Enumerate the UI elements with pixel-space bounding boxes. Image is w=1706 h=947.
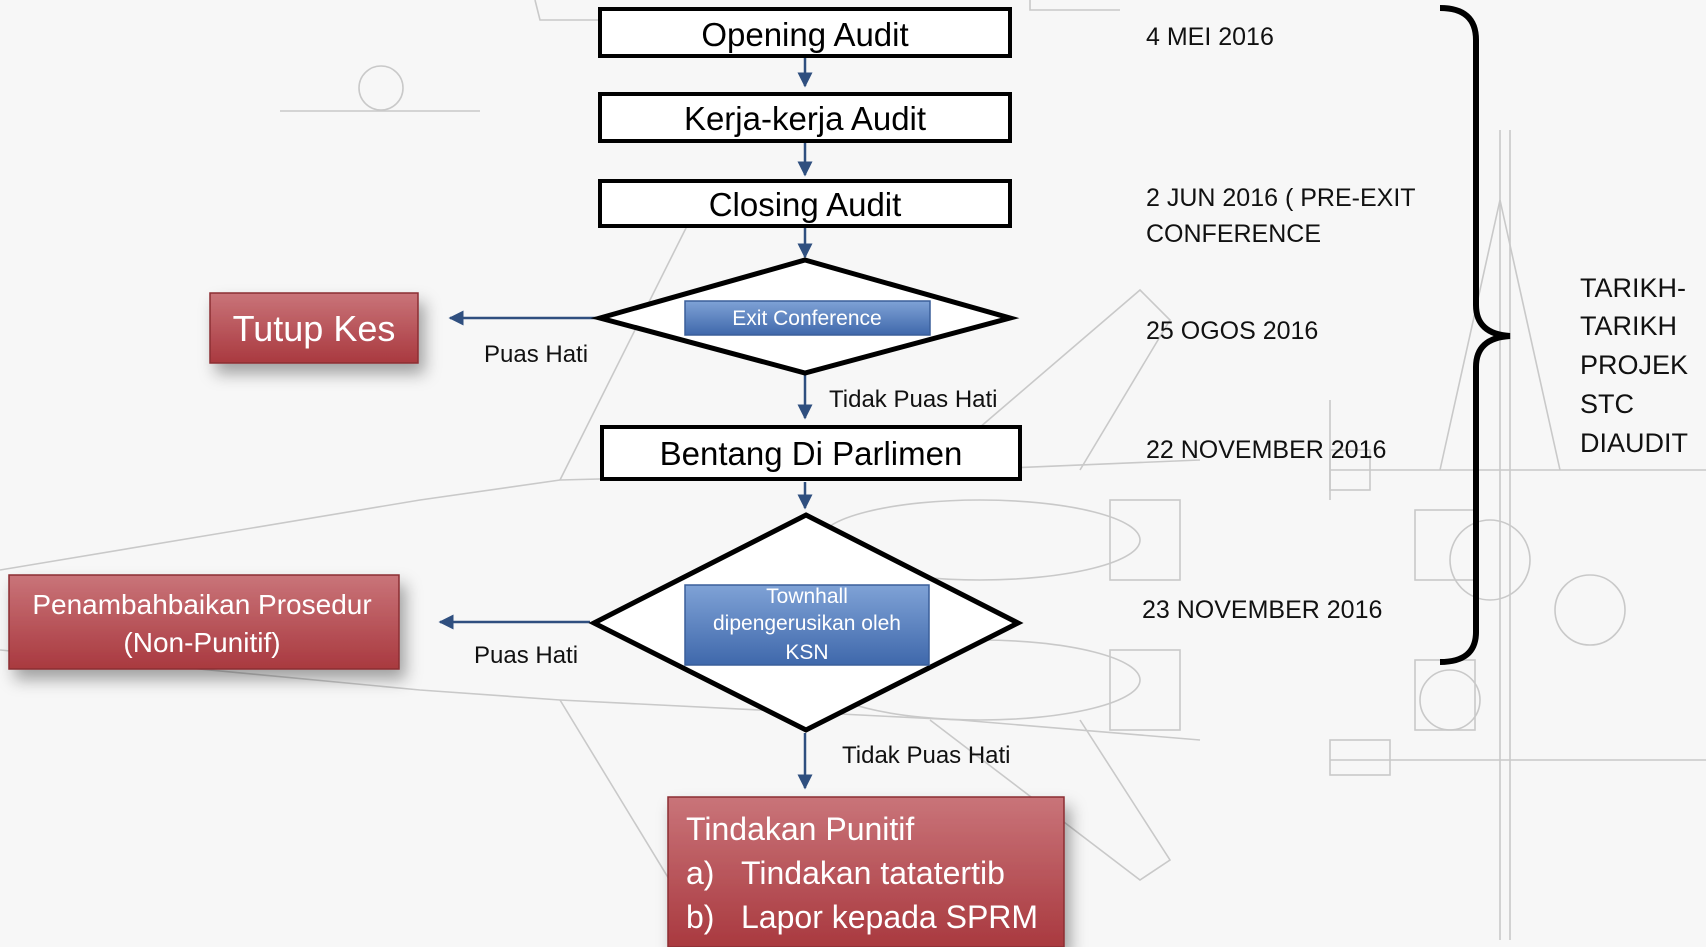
punitif-item-b: Lapor kepada SPRM (741, 899, 1038, 935)
edge-label-tidak-puas-hati-2: Tidak Puas Hati (842, 742, 1011, 769)
side-note-line-1: TARIKH- (1580, 273, 1686, 303)
kerja-audit-label: Kerja-kerja Audit (684, 100, 926, 137)
date-column: 4 MEI 2016 2 JUN 2016 ( PRE-EXIT CONFERE… (1142, 23, 1416, 624)
townhall-label-line-1: Townhall (766, 585, 848, 608)
townhall-label-line-3: KSN (785, 641, 828, 664)
date-label-3: 25 OGOS 2016 (1146, 317, 1318, 345)
bentang-label: Bentang Di Parlimen (660, 435, 963, 472)
opening-audit-box: Opening Audit (598, 7, 1012, 58)
side-note-line-3: PROJEK (1580, 350, 1688, 380)
date-label-5: 23 NOVEMBER 2016 (1142, 596, 1382, 624)
date-label-1: 4 MEI 2016 (1146, 23, 1274, 51)
exit-conference-box: Exit Conference (684, 300, 931, 336)
tutup-kes-label: Tutup Kes (233, 308, 396, 349)
closing-audit-box: Closing Audit (598, 179, 1012, 228)
punitif-item-a: Tindakan tatatertib (741, 855, 1005, 891)
edge-label-puas-hati-1: Puas Hati (484, 341, 588, 368)
punitif-item-a-marker: a) (686, 855, 714, 891)
townhall-label-line-2: dipengerusikan oleh (713, 612, 901, 635)
tindakan-punitif-box: Tindakan Punitif a) Tindakan tatatertib … (667, 796, 1065, 947)
punitif-item-b-marker: b) (686, 899, 714, 935)
tutup-kes-box: Tutup Kes (209, 292, 419, 364)
penambahbaikan-label-line-1: Penambahbaikan Prosedur (32, 589, 371, 620)
date-label-2-line-1: 2 JUN 2016 ( PRE-EXIT (1146, 184, 1416, 212)
side-note-line-4: STC (1580, 389, 1634, 419)
punitif-title: Tindakan Punitif (686, 811, 914, 847)
curly-bracket (1439, 5, 1511, 665)
kerja-audit-box: Kerja-kerja Audit (598, 92, 1012, 143)
closing-audit-label: Closing Audit (709, 186, 902, 223)
bentang-box: Bentang Di Parlimen (600, 425, 1022, 481)
side-note: TARIKH- TARIKH PROJEK STC DIAUDIT (1580, 273, 1688, 458)
date-label-4: 22 NOVEMBER 2016 (1146, 436, 1386, 464)
penambahbaikan-box: Penambahbaikan Prosedur (Non-Punitif) (8, 574, 400, 670)
side-note-line-2: TARIKH (1580, 311, 1677, 341)
penambahbaikan-label-line-2: (Non-Punitif) (123, 627, 280, 658)
townhall-box: Townhall dipengerusikan oleh KSN (684, 584, 930, 666)
opening-audit-label: Opening Audit (701, 16, 908, 53)
flow-arrows (438, 58, 813, 790)
date-label-2-line-2: CONFERENCE (1146, 220, 1321, 248)
edge-label-tidak-puas-hati-1: Tidak Puas Hati (829, 386, 998, 413)
edge-label-puas-hati-2: Puas Hati (474, 642, 578, 669)
side-note-line-5: DIAUDIT (1580, 428, 1688, 458)
exit-conference-label: Exit Conference (732, 307, 881, 330)
